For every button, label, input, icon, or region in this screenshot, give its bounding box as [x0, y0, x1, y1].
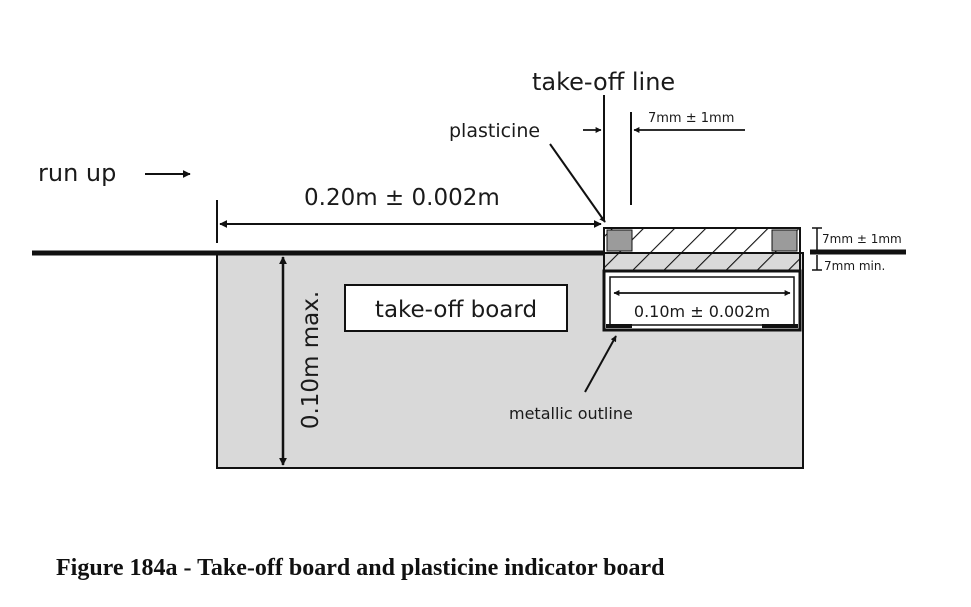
metallic-label: metallic outline [509, 404, 633, 423]
plasticine-block-right [771, 229, 798, 252]
height-top-label: 7mm ± 1mm [822, 232, 902, 246]
distance-label: 0.20m ± 0.002m [304, 185, 500, 211]
indicator-board-top [603, 227, 801, 272]
indicator-width-label: 0.10m ± 0.002m [634, 302, 770, 321]
figure-caption: Figure 184a - Take-off board and plastic… [56, 555, 665, 581]
board-label-box [344, 284, 568, 332]
takeoff-line-label: take-off line [532, 68, 675, 96]
metallic-leader-arrow [584, 335, 617, 393]
board-label: take-off board [375, 297, 537, 323]
plasticine-block-left [606, 229, 633, 252]
plasticine-label: plasticine [449, 120, 540, 142]
plasticine-leader-arrow [549, 143, 606, 223]
metallic-outline [609, 276, 795, 326]
height-min-label: 7mm min. [824, 259, 885, 273]
max-depth-label: 0.10m max. [298, 291, 324, 429]
gap-top-label: 7mm ± 1mm [648, 111, 734, 126]
run-up-label: run up [38, 159, 116, 187]
